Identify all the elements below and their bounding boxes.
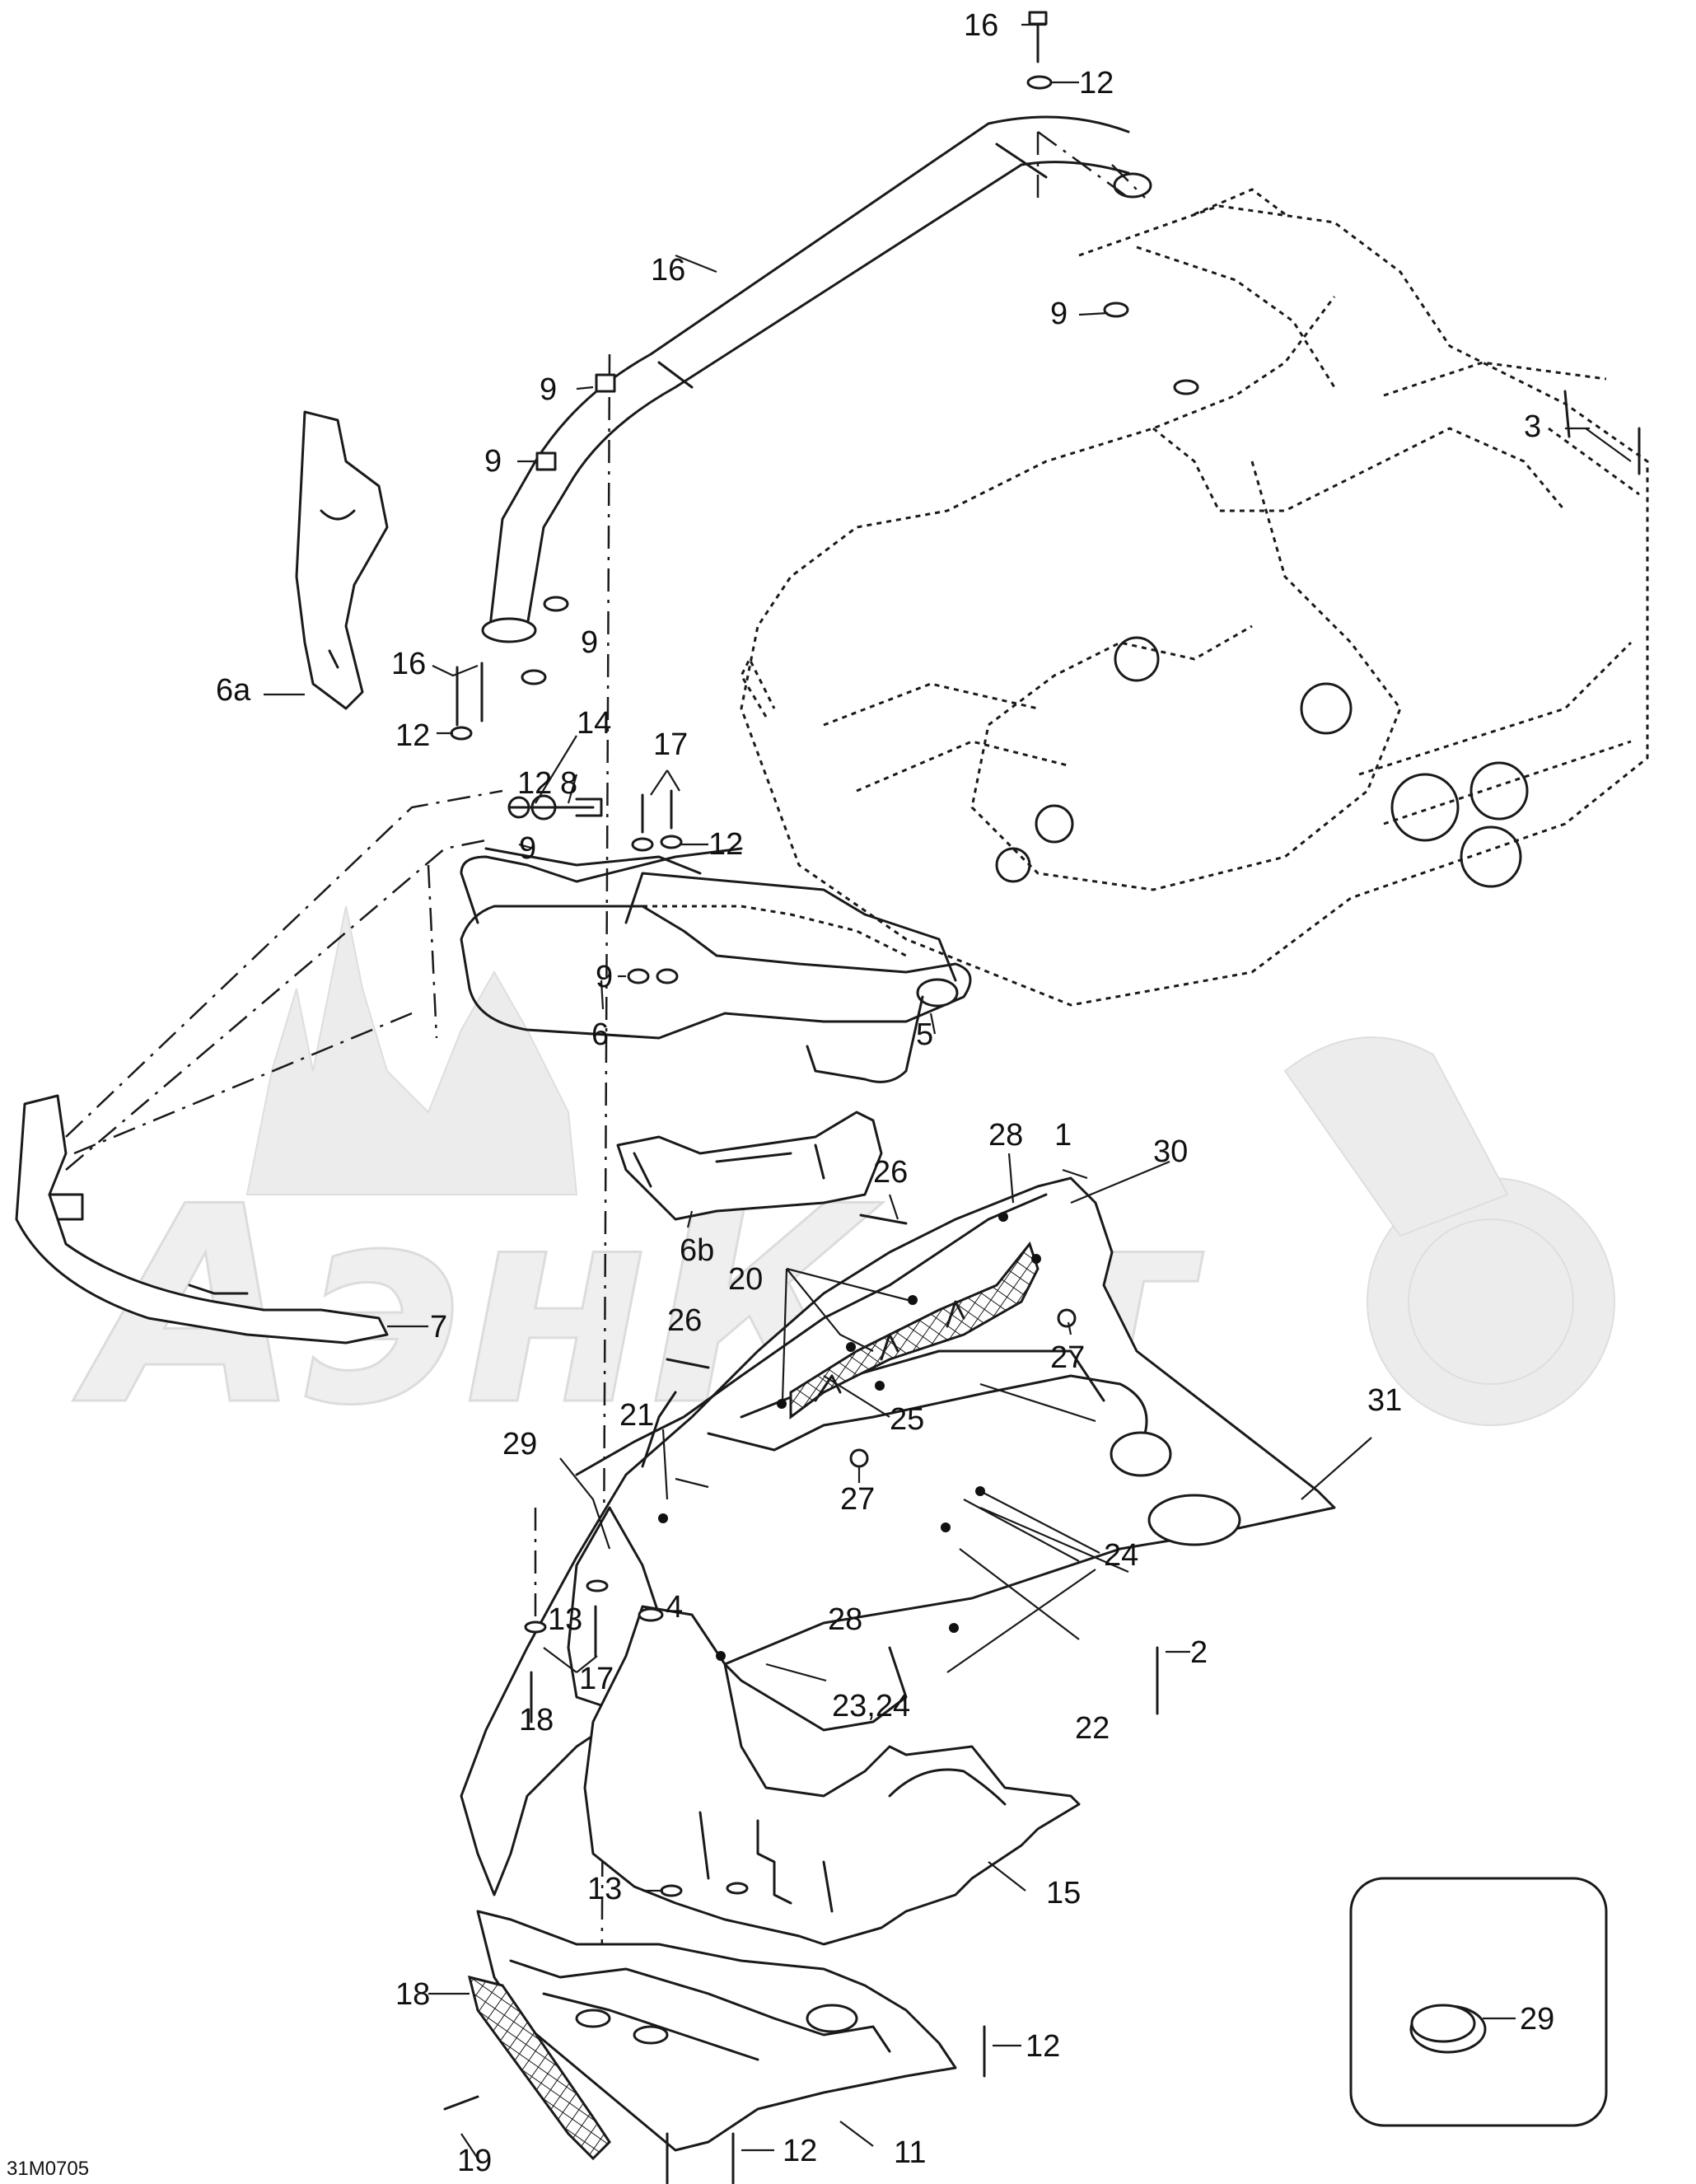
part-6a-bracket <box>295 410 389 710</box>
callout-31: 29 <box>1520 2002 1554 2037</box>
callout-27: 27 <box>1050 1340 1085 1375</box>
callout-16: 16 <box>964 8 998 43</box>
callout-15: 16 <box>651 253 685 288</box>
callout-4: 4 <box>666 1590 683 1625</box>
callout-labels: 16 12 16 9 9 9 3 6a 16 12 14 9 12 8 17 1… <box>7 8 1554 2180</box>
callout-11: 12 <box>783 2134 817 2168</box>
callout-16: 16 <box>391 647 426 681</box>
callout-17: 18 <box>519 1703 554 1737</box>
callout-12: 12 <box>708 827 743 862</box>
callout-27: 27 <box>840 1482 875 1517</box>
callout-18: 18 <box>395 1977 430 2012</box>
callout-9: 9 <box>581 625 598 660</box>
part-7-bolt-assembly <box>484 794 702 875</box>
callout-17: 17 <box>579 1662 614 1696</box>
drawing-code: 31M0705 <box>7 2158 89 2180</box>
callout-12: 13 <box>587 1872 622 1906</box>
callout-9: 9 <box>540 372 557 407</box>
callout-12: 12 <box>1079 66 1114 101</box>
callout-8: 7 <box>430 1310 447 1345</box>
callout-25: 25 <box>890 1402 924 1437</box>
part-14-belly-pan <box>583 1605 1081 1946</box>
callout-33: 31 <box>1367 1383 1402 1418</box>
callout-13: 14 <box>577 706 611 741</box>
part-10-skid-plate <box>476 1910 957 2152</box>
callout-24: 24 <box>1104 1538 1138 1573</box>
part-15-tube <box>481 115 1152 643</box>
callout-12: 12 <box>517 766 552 801</box>
callout-9: 9 <box>484 444 502 479</box>
leader-lines <box>264 23 1632 2159</box>
callout-29: 29 <box>502 1427 537 1461</box>
callout-22: 22 <box>1075 1711 1110 1746</box>
callout-9: 9 <box>1050 297 1068 331</box>
callout-12: 13 <box>548 1602 582 1637</box>
callout-28: 28 <box>828 1602 862 1637</box>
callout-26: 26 <box>873 1155 908 1190</box>
callout-16: 17 <box>653 727 688 762</box>
callout-6: 6 <box>591 1017 609 1052</box>
callout-10: 11 <box>894 2135 926 2170</box>
callout-7: 8 <box>560 766 577 801</box>
callout-2: 2 <box>1190 1635 1208 1670</box>
marker-dots <box>658 1212 1041 1661</box>
part-8-front-guard <box>15 1094 389 1345</box>
callout-9: 9 <box>519 831 536 866</box>
callout-14: 15 <box>1046 1876 1081 1910</box>
fasteners <box>443 11 1641 2184</box>
callout-19: 19 <box>457 2144 492 2178</box>
callout-30: 28 <box>988 1118 1023 1153</box>
part-31-inset-box <box>1349 1877 1608 2127</box>
callout-5: 5 <box>916 1017 933 1052</box>
callout-32: 30 <box>1153 1134 1188 1169</box>
callout-23-24: 23,24 <box>832 1689 910 1723</box>
callout-21: 21 <box>619 1398 654 1433</box>
frame-chassis <box>740 188 1649 1007</box>
part-6b-bracket <box>616 1111 883 1221</box>
part-25-mesh-grille <box>789 1241 1040 1419</box>
part-5-bumper <box>460 847 972 1083</box>
callout-12: 12 <box>395 718 430 753</box>
callout-6a: 6a <box>216 673 251 708</box>
callout-1: 1 <box>1054 1118 1072 1153</box>
callout-11: 12 <box>1026 2029 1060 2064</box>
callout-3: 3 <box>1524 409 1541 444</box>
callout-26: 26 <box>667 1303 702 1338</box>
callout-9: 9 <box>596 960 613 994</box>
callout-20: 20 <box>728 1262 763 1297</box>
part-18-mesh <box>467 1975 611 2161</box>
callout-6b: 6b <box>680 1233 714 1268</box>
